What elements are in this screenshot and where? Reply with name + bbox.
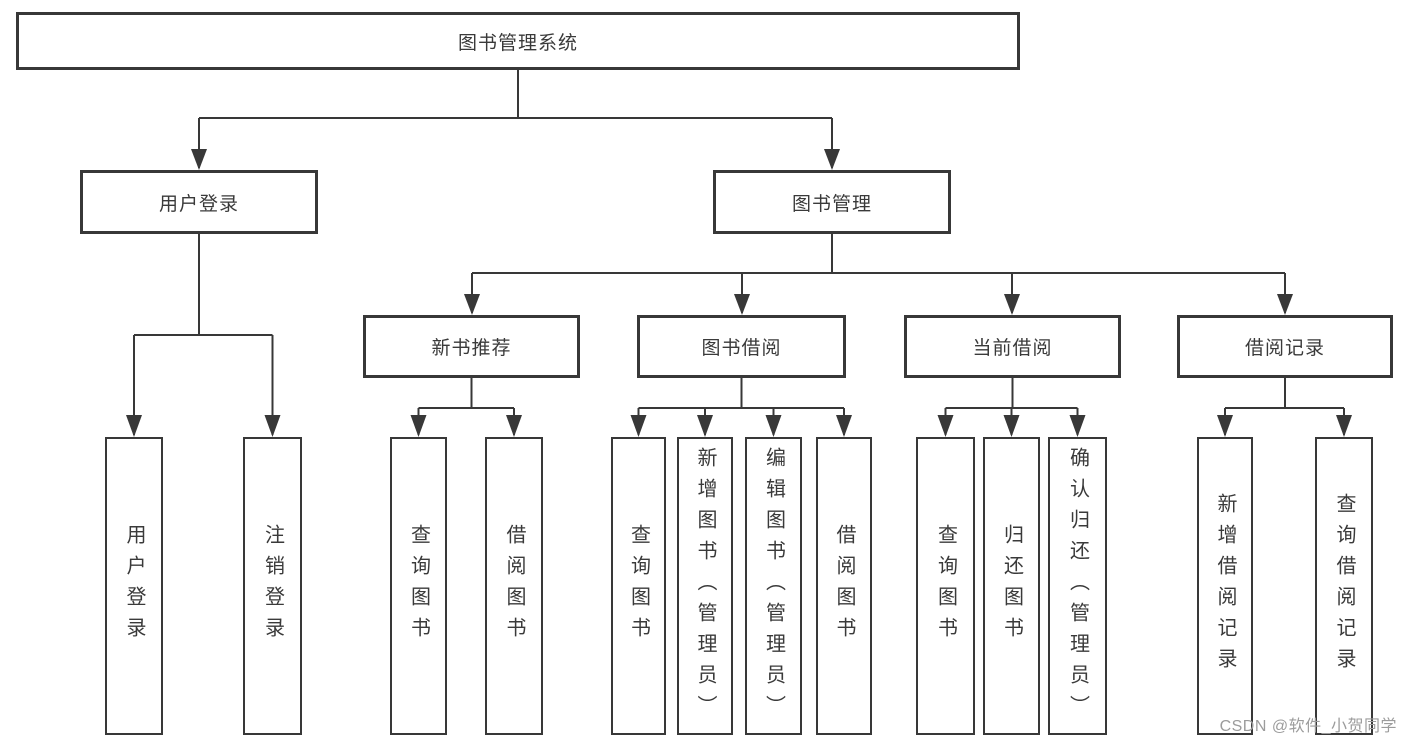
- node-current-borrow: 当前借阅: [904, 315, 1121, 378]
- watermark: CSDN @软件_小贺同学: [1219, 718, 1397, 735]
- leaf-add-books: 新增图书（管理员）: [677, 437, 733, 735]
- leaf-edit-books: 编辑图书（管理员）: [745, 437, 802, 735]
- node-root-label: 图书管理系统: [457, 32, 578, 54]
- node-book-borrow-label: 图书借阅: [701, 338, 782, 359]
- leaf-query-books-1: 查询图书: [390, 437, 447, 735]
- node-user-login: 用户登录: [80, 170, 318, 234]
- leaf-query-borrow-record-label: 查询借阅记录: [1333, 493, 1355, 679]
- leaf-query-borrow-record: 查询借阅记录: [1315, 437, 1373, 735]
- node-book-mgmt-label: 图书管理: [791, 193, 872, 215]
- node-book-borrow: 图书借阅: [637, 315, 846, 378]
- leaf-borrow-books-2: 借阅图书: [816, 437, 872, 735]
- leaf-logout-label: 注销登录: [261, 524, 284, 648]
- leaf-user-login-label: 用户登录: [123, 524, 145, 648]
- leaf-user-login: 用户登录: [105, 437, 163, 735]
- leaf-edit-books-label: 编辑图书（管理员）: [762, 446, 785, 726]
- arrowheads: [126, 149, 1352, 437]
- node-new-book-rec: 新书推荐: [363, 315, 580, 378]
- node-new-book-rec-label: 新书推荐: [431, 338, 512, 359]
- leaf-logout: 注销登录: [243, 437, 302, 735]
- leaf-query-books-2: 查询图书: [611, 437, 666, 735]
- node-book-mgmt: 图书管理: [713, 170, 951, 234]
- leaf-query-books-3: 查询图书: [916, 437, 975, 735]
- leaf-return-books-label: 归还图书: [1000, 524, 1023, 648]
- node-root: 图书管理系统: [16, 12, 1020, 70]
- leaf-query-books-3-label: 查询图书: [934, 524, 957, 648]
- leaf-borrow-books-1: 借阅图书: [485, 437, 543, 735]
- node-user-login-label: 用户登录: [158, 193, 239, 215]
- leaf-add-borrow-record-label: 新增借阅记录: [1214, 493, 1236, 679]
- leaf-add-books-label: 新增图书（管理员）: [694, 446, 716, 726]
- leaf-query-books-1-label: 查询图书: [407, 524, 430, 648]
- leaf-confirm-return: 确认归还（管理员）: [1048, 437, 1107, 735]
- leaf-add-borrow-record: 新增借阅记录: [1197, 437, 1253, 735]
- node-borrow-records: 借阅记录: [1177, 315, 1393, 378]
- leaf-borrow-books-2-label: 借阅图书: [833, 524, 855, 648]
- leaf-return-books: 归还图书: [983, 437, 1040, 735]
- leaf-borrow-books-1-label: 借阅图书: [503, 524, 525, 648]
- node-current-borrow-label: 当前借阅: [972, 338, 1053, 359]
- node-borrow-records-label: 借阅记录: [1244, 338, 1325, 359]
- leaf-query-books-2-label: 查询图书: [627, 524, 650, 648]
- leaf-confirm-return-label: 确认归还（管理员）: [1066, 446, 1089, 726]
